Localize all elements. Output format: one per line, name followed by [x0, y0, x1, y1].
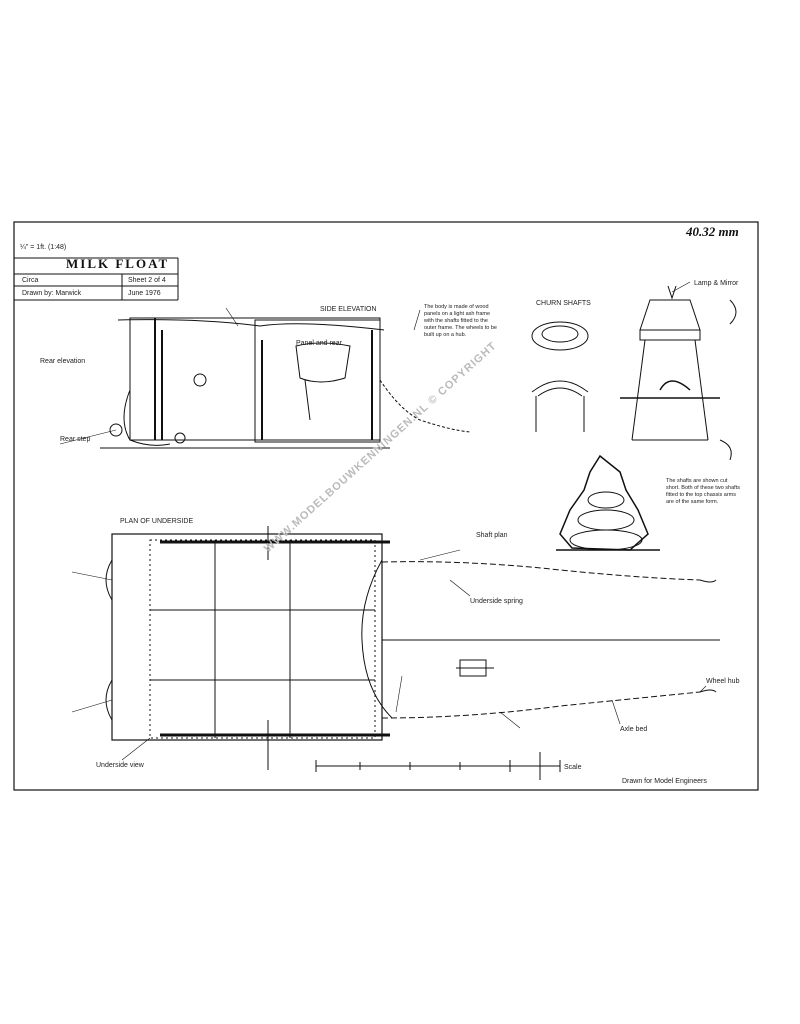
shaft-note-label: Shaft plan	[476, 532, 508, 539]
plan-view-label: PLAN OF UNDERSIDE	[120, 518, 194, 525]
footer-note: Drawn for Model Engineers	[622, 778, 707, 785]
axle-note-label: Axle bed	[620, 726, 648, 733]
underside-view-label: Underside view	[96, 762, 144, 769]
wheel-icon	[556, 454, 660, 551]
scale-label: Scale	[564, 764, 582, 771]
title-block-row1-right: Sheet 2 of 4	[128, 277, 166, 284]
milk-churn-icon	[531, 321, 589, 432]
body-note-label: Panel and rear	[296, 340, 342, 347]
plan-view-drawing	[105, 526, 720, 770]
construction-note-b: The shafts are shown cut short. Both of …	[666, 478, 740, 505]
leader-lines	[59, 281, 707, 761]
rear-step-label: Rear step	[60, 436, 91, 443]
side-elevation-label: SIDE ELEVATION	[320, 306, 377, 313]
lamp-detail-label: Lamp & Mirror	[694, 280, 739, 287]
title-block-icon	[14, 257, 179, 301]
side-elevation-drawing	[100, 317, 471, 449]
rear-elevation-label: Rear elevation	[40, 358, 86, 365]
construction-note-a: The body is made of wood panels on a lig…	[424, 304, 497, 338]
title-block-row2-right: June 1976	[128, 290, 161, 297]
lamp-icon	[620, 285, 737, 461]
scale-bar	[315, 752, 561, 780]
title-block-row2-left: Drawn by: Marwick	[22, 290, 82, 297]
drawing-title: MILK FLOAT	[66, 256, 170, 271]
spring-note-label: Underside spring	[470, 598, 523, 605]
churn-detail-label: CHURN SHAFTS	[536, 300, 591, 307]
wheel-note-label: Wheel hub	[706, 678, 740, 685]
sheet-border	[13, 221, 759, 791]
drawing-reference-number: 40.32 mm	[686, 224, 739, 239]
scale-note: ¼" = 1ft. (1:48)	[20, 244, 67, 251]
title-block-row1-left: Circa	[22, 277, 39, 284]
